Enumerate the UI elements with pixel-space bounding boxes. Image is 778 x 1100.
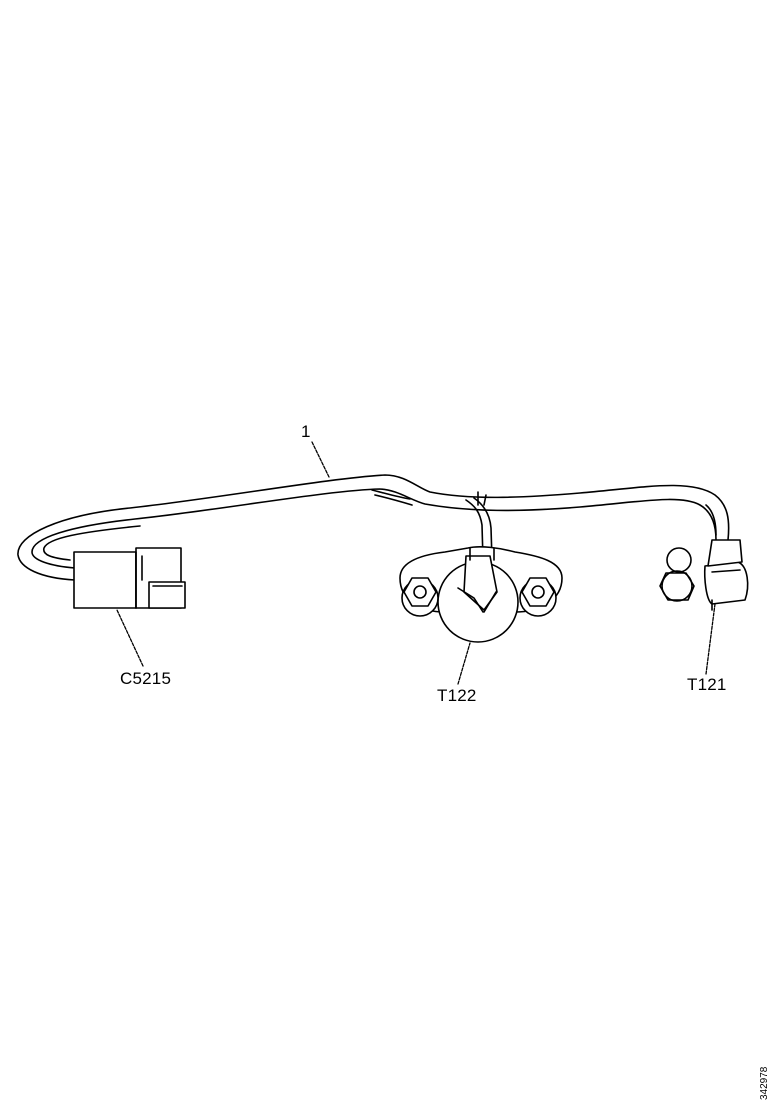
callout-sensor-center-label: T122: [437, 686, 477, 705]
connector-c5215: [74, 548, 185, 608]
sensor-t122: [400, 547, 562, 642]
leader-c5215: [117, 610, 143, 666]
leader-t122: [458, 643, 470, 684]
sensor-t121: [660, 540, 748, 610]
figure-id: 342978: [759, 1066, 770, 1100]
callout-harness-label: 1: [301, 422, 311, 441]
callout-sensor-right-label: T121: [687, 675, 727, 694]
leader-harness: [312, 442, 329, 477]
leader-t121: [706, 604, 715, 674]
harness-cable: [18, 475, 729, 580]
callout-connector-label: C5215: [120, 669, 172, 688]
leader-lines: [117, 442, 715, 684]
